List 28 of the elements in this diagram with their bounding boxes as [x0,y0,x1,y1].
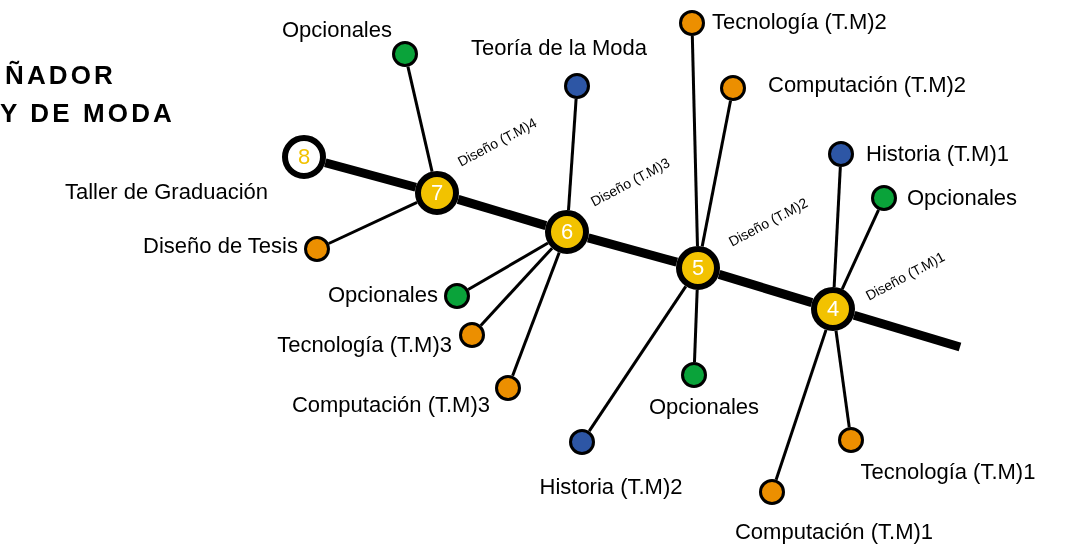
connector-line [406,66,434,172]
course-name: Opcionales [281,19,392,41]
connector-line [700,100,732,247]
heading-text: Y DE MODA [0,100,175,126]
course-name: Tecnología (T.M)2 [712,11,887,33]
course-name: Opcionales [648,396,760,418]
heading-text: ÑADOR [5,62,116,88]
connector-line [840,209,880,290]
terminal-station: 8 [282,135,326,179]
course-name: Diseño de Tesis [143,235,298,257]
course-name: Opcionales [907,187,1018,209]
course-name: Taller de Graduación [65,181,268,203]
course-name: Computación (T.M)1 [734,521,934,543]
connector-line [511,252,561,377]
course-name: Tecnología (T.M)1 [860,461,1036,483]
course-name: Computación (T.M)2 [768,74,967,96]
course-name: Historia (T.M)2 [539,476,683,498]
course-name: Computación (T.M)3 [291,394,490,416]
connector-line [774,329,828,481]
course-name: Tecnología (T.M)3 [277,334,452,356]
connector-line [834,330,851,428]
connector-line [832,166,842,288]
course-name: Opcionales [327,284,438,306]
course-name: Teoría de la Moda [470,37,648,59]
connector-line [693,289,699,363]
connector-line [690,35,699,247]
course-name: Historia (T.M)1 [866,143,1009,165]
connector-line [567,98,578,211]
